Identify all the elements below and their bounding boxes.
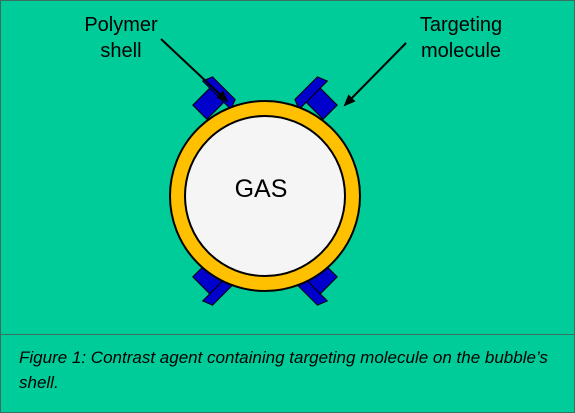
contrast-agent-diagram: Polymer shell Targeting molecule GAS: [1, 1, 574, 334]
targeting-molecule-label-line1: Targeting: [419, 14, 503, 36]
gas-core: [184, 115, 346, 277]
figure-caption: Figure 1: Contrast agent containing targ…: [19, 348, 548, 392]
diagram-drawing: [160, 38, 407, 306]
targeting-molecule-top-right: [294, 76, 338, 120]
polymer-shell-arrow: [160, 38, 229, 103]
targeting-molecule-label-line2: molecule: [420, 40, 502, 62]
targeting-molecule-arrow: [343, 42, 407, 107]
polymer-shell-label-line2: shell: [100, 40, 142, 62]
gas-label: GAS: [234, 175, 288, 203]
caption-box: Figure 1: Contrast agent containing targ…: [1, 334, 574, 412]
polymer-shell-label-line1: Polymer: [84, 14, 158, 36]
